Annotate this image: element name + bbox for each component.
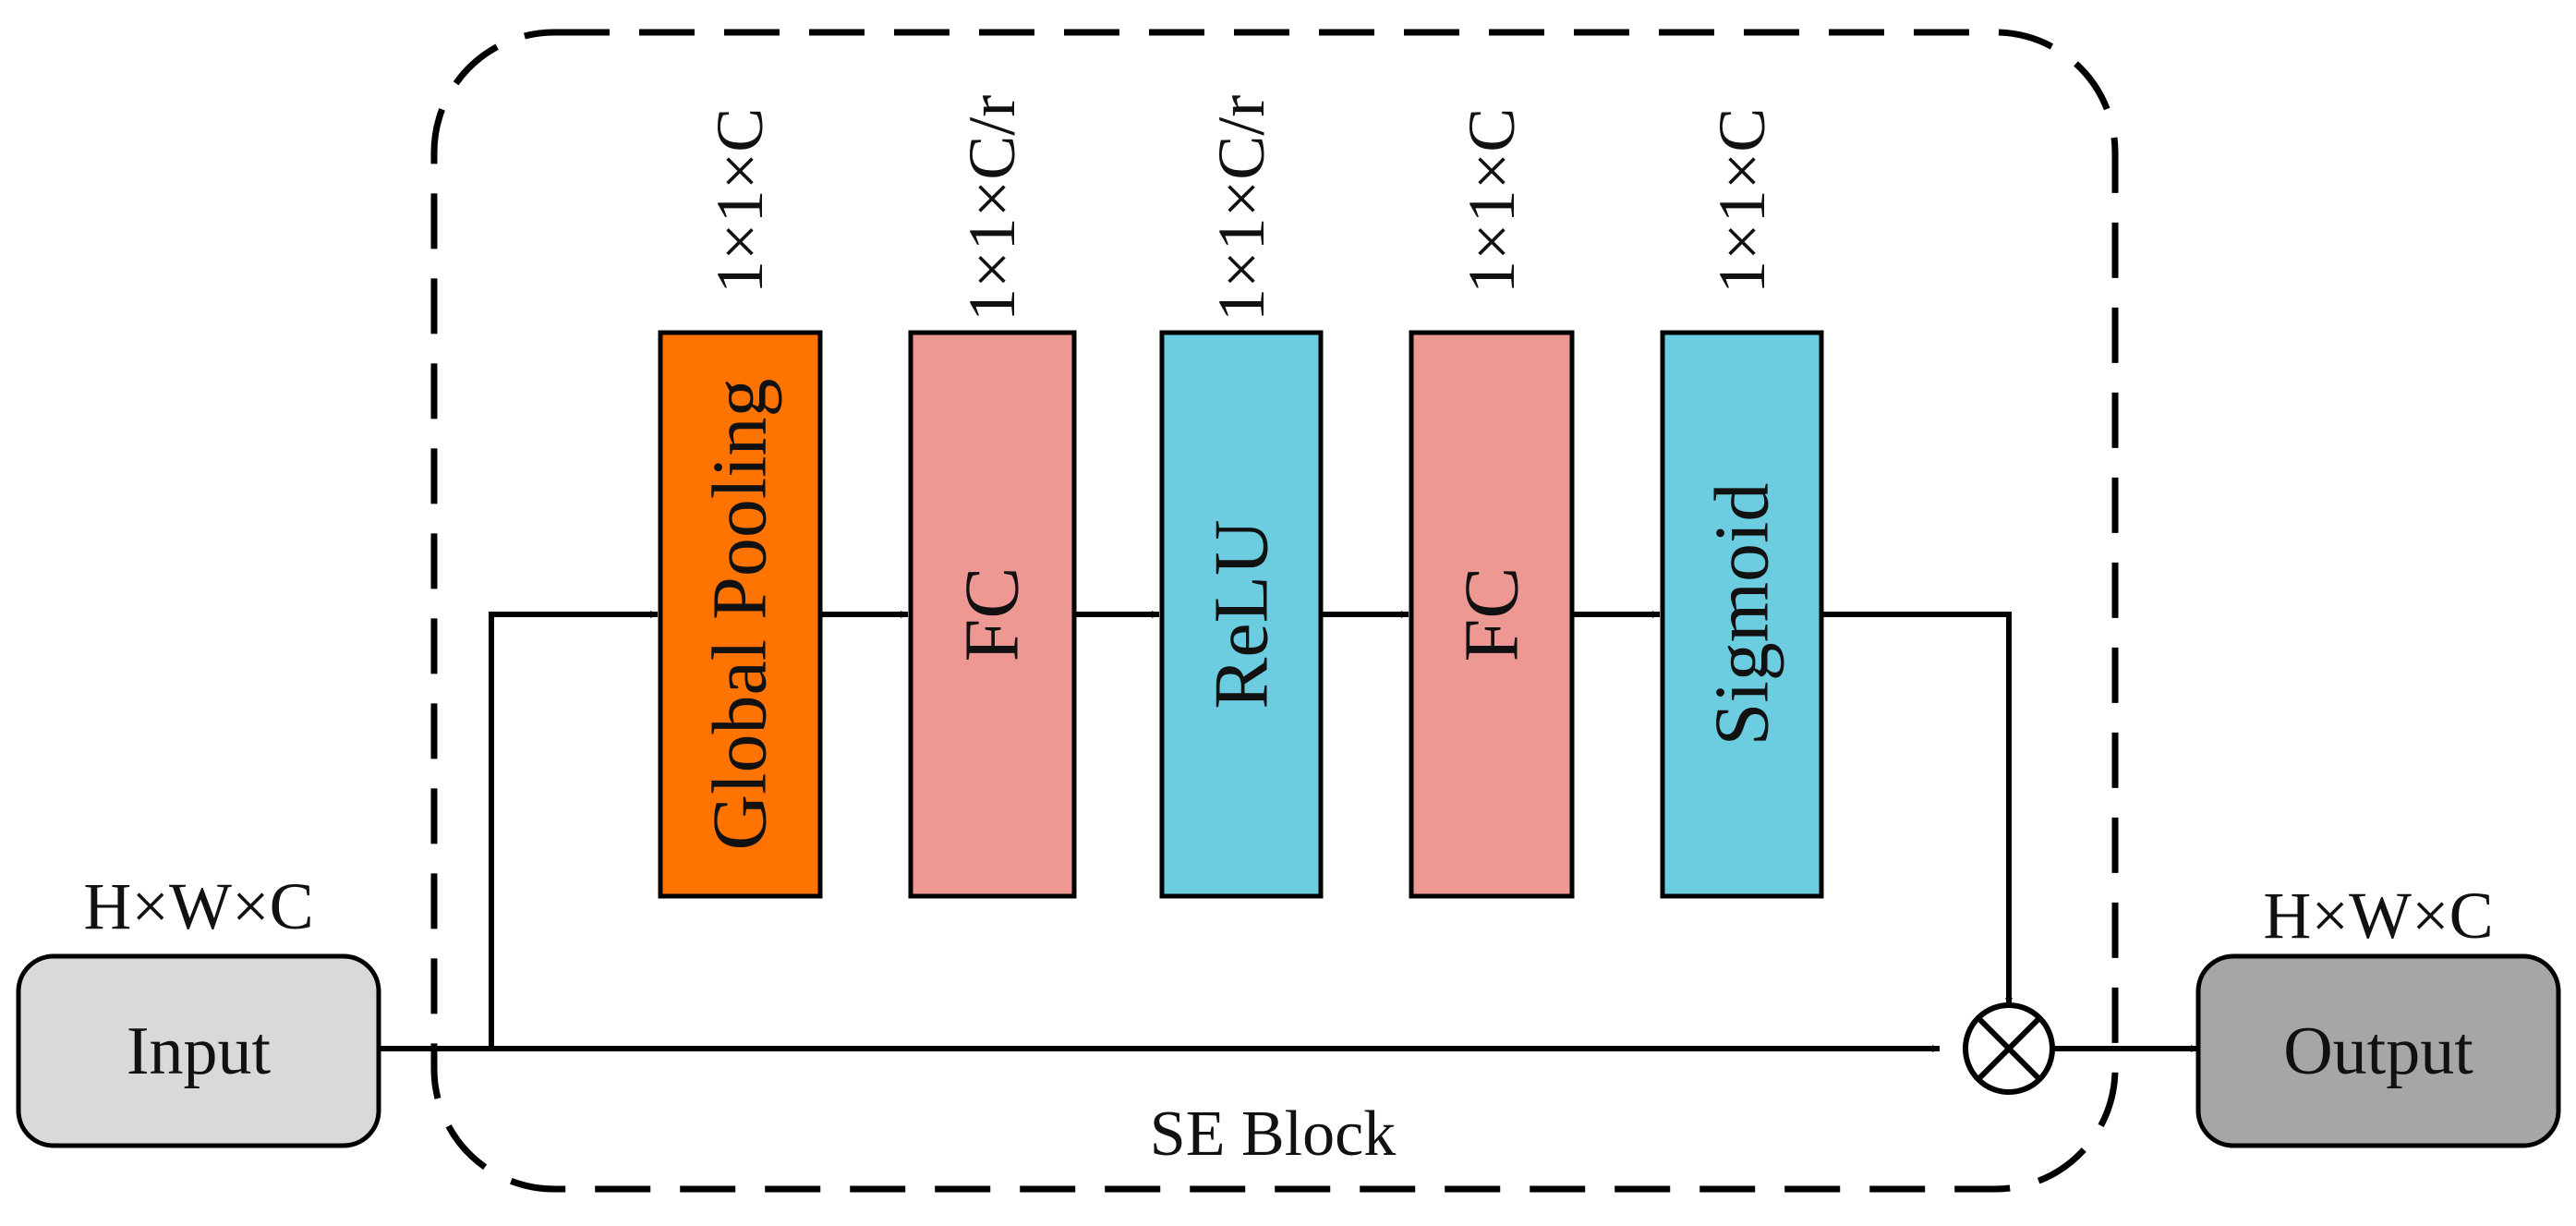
output-label: Output xyxy=(2283,1014,2473,1089)
se-block-label: SE Block xyxy=(1150,1099,1396,1170)
multiply-circle-icon xyxy=(1963,1002,2055,1095)
block-dim-sigmoid: 1×1×C xyxy=(1705,108,1779,294)
block-label-fc-2: FC xyxy=(1449,567,1535,662)
block-dim-global-pooling: 1×1×C xyxy=(703,108,777,294)
block-fc-1: FC 1×1×C/r xyxy=(908,95,1077,899)
block-dim-fc-2: 1×1×C xyxy=(1455,108,1529,294)
block-dim-relu: 1×1×C/r xyxy=(1204,95,1278,322)
block-label-relu: ReLU xyxy=(1199,519,1285,709)
output-node: Output xyxy=(2195,953,2561,1148)
block-label-fc-1: FC xyxy=(949,567,1035,662)
block-label-sigmoid: Sigmoid xyxy=(1699,483,1785,747)
block-label-global-pooling: Global Pooling xyxy=(697,378,783,850)
input-label: Input xyxy=(127,1014,272,1089)
se-block-boundary xyxy=(430,29,2119,1193)
input-dim-label: H×W×C xyxy=(83,869,313,943)
sigmoid-to-multiply-arrow xyxy=(1821,612,2013,1005)
block-global-pooling: Global Pooling 1×1×C xyxy=(658,108,823,899)
connections xyxy=(379,611,2198,1052)
block-relu: ReLU 1×1×C/r xyxy=(1159,95,1324,899)
branch-path-arrow xyxy=(489,611,658,1049)
block-sigmoid: Sigmoid 1×1×C xyxy=(1660,108,1824,899)
block-fc-2: FC 1×1×C xyxy=(1409,108,1575,899)
block-dim-fc-1: 1×1×C/r xyxy=(955,95,1029,322)
input-node: Input xyxy=(16,953,381,1148)
output-dim-label: H×W×C xyxy=(2263,879,2493,953)
